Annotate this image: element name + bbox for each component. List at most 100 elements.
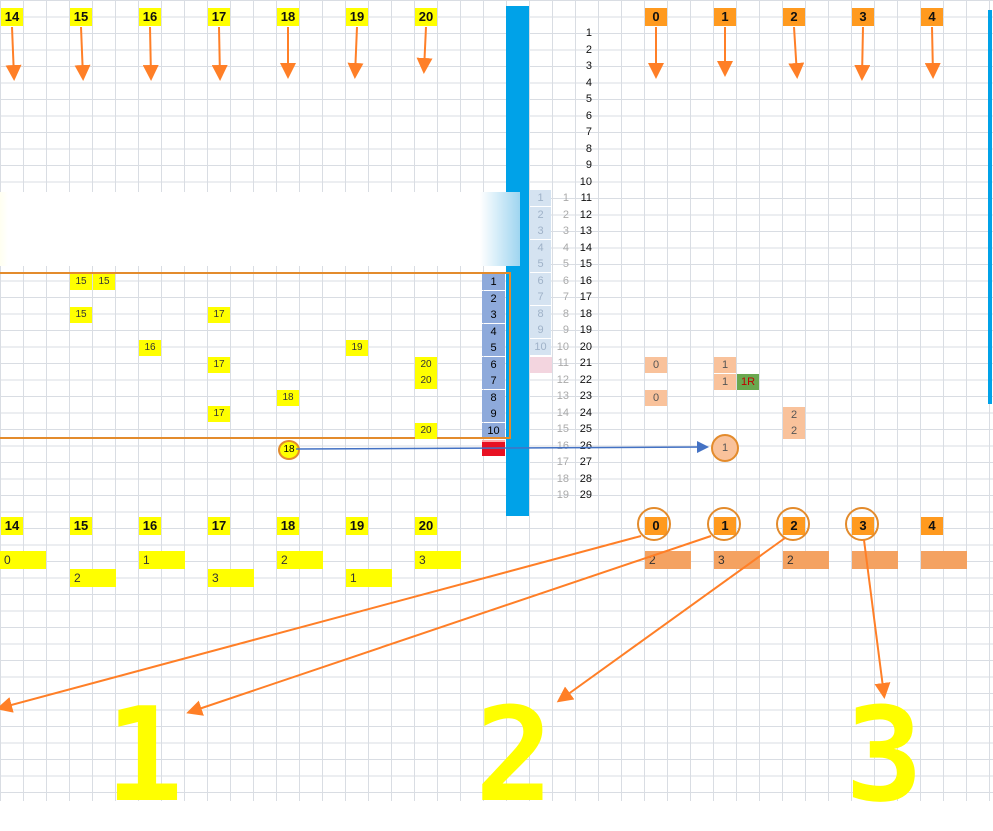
blue-index-cell[interactable]: 1 <box>482 274 505 290</box>
header-cell[interactable]: 3 <box>852 8 874 26</box>
row-number: 8 <box>585 142 592 155</box>
gray-number: 6 <box>562 274 569 287</box>
peach-cell[interactable]: 0 <box>645 390 667 406</box>
peach-cell[interactable]: 2 <box>783 423 805 439</box>
blue-index-cell[interactable]: 9 <box>482 406 505 422</box>
green-cell[interactable]: 1R <box>737 374 759 390</box>
light-number: 9 <box>530 322 551 338</box>
blue-index-cell[interactable]: 3 <box>482 307 505 323</box>
header-cell[interactable]: 18 <box>277 8 299 26</box>
yellow-mark[interactable]: 17 <box>208 356 230 373</box>
row-number: 9 <box>585 159 592 171</box>
header-cell[interactable]: 17 <box>208 517 230 535</box>
header-circle-2 <box>776 507 810 541</box>
yellow-mark[interactable]: 15 <box>70 274 92 290</box>
orange-bar: 2 <box>783 551 829 569</box>
yellow-bar: 0 <box>0 551 46 569</box>
peach-cell[interactable]: 2 <box>783 406 805 423</box>
circled-1[interactable]: 1 <box>711 434 739 462</box>
row-number: 29 <box>579 489 592 501</box>
header-cell[interactable]: 14 <box>1 8 23 26</box>
row-number: 3 <box>585 60 592 72</box>
row-number: 19 <box>579 324 592 336</box>
header-cell[interactable]: 15 <box>70 517 92 535</box>
blue-index-cell[interactable]: 6 <box>482 356 505 373</box>
yellow-bar: 2 <box>277 551 323 569</box>
row-number: 20 <box>579 340 592 353</box>
gray-number: 11 <box>557 357 569 369</box>
header-cell[interactable]: 17 <box>208 8 230 26</box>
gray-number: 14 <box>556 406 569 419</box>
header-cell[interactable]: 16 <box>139 8 161 26</box>
peach-cell[interactable]: 1 <box>714 373 736 390</box>
row-number: 7 <box>585 126 592 138</box>
peach-cell[interactable]: 1 <box>714 357 736 373</box>
blue-index-cell[interactable]: 2 <box>482 290 505 307</box>
header-cell[interactable]: 19 <box>346 517 368 535</box>
row-number: 23 <box>579 390 592 402</box>
yellow-mark[interactable]: 18 <box>277 389 299 406</box>
light-number: 5 <box>530 256 551 272</box>
row-number: 27 <box>579 456 592 468</box>
red-cell <box>482 440 505 456</box>
yellow-mark[interactable]: 20 <box>415 356 437 373</box>
header-cell[interactable]: 15 <box>70 8 92 26</box>
light-number: 2 <box>530 206 551 223</box>
blue-index-cell[interactable]: 5 <box>482 340 505 356</box>
yellow-bar: 3 <box>208 569 254 587</box>
yellow-bar: 3 <box>415 551 461 569</box>
header-circle-0 <box>637 507 671 541</box>
row-number: 24 <box>579 406 592 419</box>
gray-number: 4 <box>562 241 569 254</box>
peach-cell[interactable]: 0 <box>645 357 667 373</box>
light-number: 4 <box>530 239 551 256</box>
blue-index-cell[interactable]: 10 <box>482 422 505 439</box>
circled-18[interactable]: 18 <box>278 440 300 460</box>
yellow-mark[interactable]: 17 <box>208 307 230 323</box>
gray-number: 5 <box>562 258 569 270</box>
header-cell[interactable]: 20 <box>415 517 437 535</box>
big-digit-1: 1 <box>105 679 184 831</box>
gray-number: 10 <box>556 340 569 353</box>
yellow-mark[interactable]: 15 <box>93 274 115 290</box>
header-cell[interactable]: 4 <box>921 517 943 535</box>
header-cell[interactable]: 19 <box>346 8 368 26</box>
gray-number: 7 <box>562 291 569 303</box>
gray-number: 13 <box>556 390 569 402</box>
row-number: 1 <box>585 27 592 39</box>
header-cell[interactable]: 16 <box>139 517 161 535</box>
gray-number: 18 <box>556 472 569 485</box>
orange-bar <box>852 551 898 569</box>
header-cell[interactable]: 0 <box>645 8 667 26</box>
header-cell[interactable]: 20 <box>415 8 437 26</box>
header-cell[interactable]: 1 <box>714 8 736 26</box>
row-number: 10 <box>579 175 592 188</box>
blue-index-cell[interactable]: 4 <box>482 323 505 340</box>
row-number: 6 <box>585 109 592 122</box>
header-cell[interactable]: 4 <box>921 8 943 26</box>
yellow-mark[interactable]: 20 <box>415 422 437 439</box>
gray-number: 9 <box>562 324 569 336</box>
blue-index-cell[interactable]: 7 <box>482 373 505 389</box>
light-number: 1 <box>530 190 551 206</box>
yellow-mark[interactable]: 15 <box>70 307 92 323</box>
header-cell[interactable]: 14 <box>1 517 23 535</box>
yellow-bar: 1 <box>139 551 185 569</box>
yellow-mark[interactable]: 19 <box>346 340 368 356</box>
light-number: 7 <box>530 289 551 305</box>
orange-bar: 3 <box>714 551 760 569</box>
big-digit-3: 3 <box>845 679 924 831</box>
row-number: 26 <box>579 439 592 452</box>
gray-number: 15 <box>556 423 569 435</box>
row-number: 13 <box>579 225 592 237</box>
yellow-mark[interactable]: 17 <box>208 406 230 422</box>
header-cell[interactable]: 18 <box>277 517 299 535</box>
header-cell[interactable]: 2 <box>783 8 805 26</box>
row-number: 22 <box>579 373 592 386</box>
row-number: 5 <box>585 93 592 105</box>
yellow-mark[interactable]: 20 <box>415 373 437 389</box>
yellow-bar: 1 <box>346 569 392 587</box>
blue-index-cell[interactable]: 8 <box>482 389 505 406</box>
yellow-mark[interactable]: 16 <box>139 340 161 356</box>
row-number: 25 <box>579 423 592 435</box>
